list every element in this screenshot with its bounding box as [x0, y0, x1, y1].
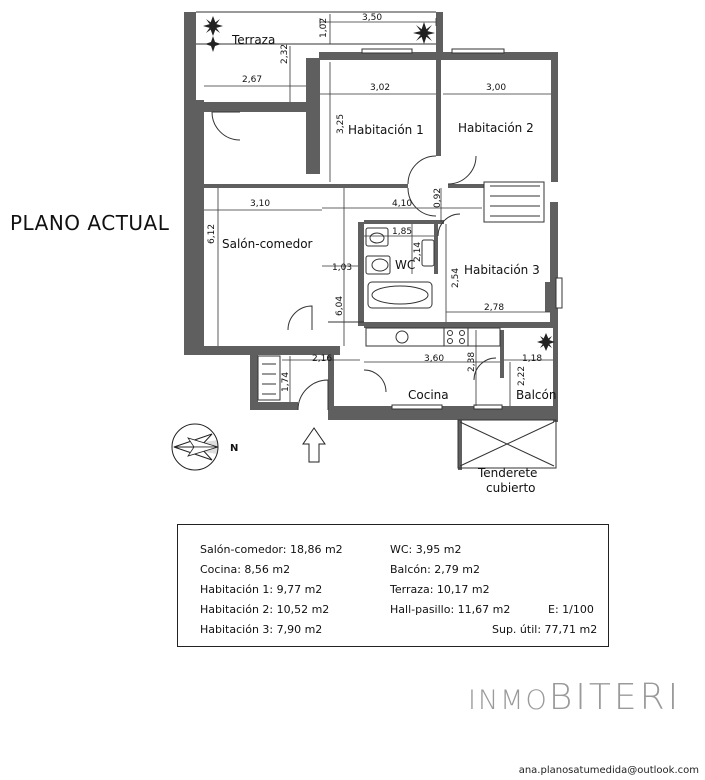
legend-item: Cocina: 8,56 m2 [200, 563, 291, 576]
legend-item: Habitación 1: 9,77 m2 [200, 583, 323, 596]
legend-item: Salón-comedor: 18,86 m2 [200, 543, 343, 556]
dim-label: 2,22 [517, 366, 527, 386]
dim-label: 2,38 [467, 352, 477, 372]
plant-icon [537, 333, 555, 351]
area-legend: Salón-comedor: 18,86 m2 WC: 3,95 m2 Coci… [177, 524, 609, 647]
legend-scale: E: 1/100 [548, 603, 594, 616]
compass-label: N [230, 443, 238, 454]
dim-label: 3,10 [250, 199, 270, 209]
legend-item: Hall-pasillo: 11,67 m2 [390, 603, 511, 616]
dim-label: 3,50 [362, 13, 382, 23]
legend-item: Habitación 3: 7,90 m2 [200, 623, 323, 636]
dim-label: 0,92 [433, 188, 443, 208]
brand-logo-part1: INMO [468, 685, 549, 716]
dim-label: 3,25 [336, 114, 346, 134]
legend-item: Balcón: 2,79 m2 [390, 563, 480, 576]
dim-label: 6,04 [335, 296, 345, 316]
bathroom-fixtures [365, 227, 435, 309]
stair-hatch [257, 181, 545, 401]
plant-icon [205, 36, 221, 52]
kitchen-fixtures [365, 327, 501, 347]
dim-label: 1,74 [281, 372, 291, 392]
dim-label: 6,12 [207, 224, 217, 244]
walls [184, 12, 558, 470]
dimension-lines [204, 14, 553, 406]
dim-label: 2,16 [312, 354, 332, 364]
plant-icons [203, 16, 555, 351]
dim-label: 3,02 [370, 83, 390, 93]
legend-total: Sup. útil: 77,71 m2 [492, 623, 598, 636]
plant-icon [413, 22, 435, 44]
dim-label: 2,14 [413, 242, 423, 262]
room-label-terraza: Terraza [231, 33, 275, 47]
dim-label: 2,78 [484, 303, 504, 313]
room-label-habitacion-3: Habitación 3 [464, 263, 540, 277]
contact-email: ana.planosatumedida@outlook.com [518, 765, 699, 776]
doors [211, 111, 497, 411]
dim-label: 1,02 [319, 18, 329, 38]
brand-logo-part2: BITERI [548, 677, 682, 718]
fine-lines [196, 11, 557, 469]
entrance-arrow-icon [302, 427, 326, 463]
plan-title: PLANO ACTUAL [10, 211, 170, 235]
dim-label: 3,60 [424, 354, 444, 364]
dim-label: 1,18 [522, 354, 542, 364]
plant-icon [203, 16, 223, 36]
brand-logo: INMOBITERI [468, 680, 681, 719]
dim-label: 1,03 [332, 263, 352, 273]
dim-label: 1,85 [392, 227, 412, 237]
room-label-cubierto: cubierto [486, 481, 536, 495]
dim-label: 2,54 [451, 268, 461, 288]
dim-label: 2,32 [280, 44, 290, 64]
windows [361, 48, 563, 410]
room-label-tenderete: Tenderete [477, 466, 537, 480]
legend-item: Terraza: 10,17 m2 [390, 583, 490, 596]
room-label-salon-comedor: Salón-comedor [222, 237, 313, 251]
room-label-cocina: Cocina [408, 388, 449, 402]
dim-label: 3,00 [486, 83, 506, 93]
room-label-habitacion-2: Habitación 2 [458, 121, 534, 135]
floor-plan: N Terraza Habitación 1 Habitación 2 Saló… [170, 11, 563, 495]
room-label-wc: WC [395, 258, 415, 272]
room-label-balcon: Balcón [516, 388, 556, 402]
dim-label: 2,67 [242, 75, 262, 85]
room-label-habitacion-1: Habitación 1 [348, 123, 424, 137]
legend-item: WC: 3,95 m2 [390, 543, 462, 556]
dim-label: 4,10 [392, 199, 412, 209]
compass-icon [170, 423, 219, 471]
legend-item: Habitación 2: 10,52 m2 [200, 603, 330, 616]
